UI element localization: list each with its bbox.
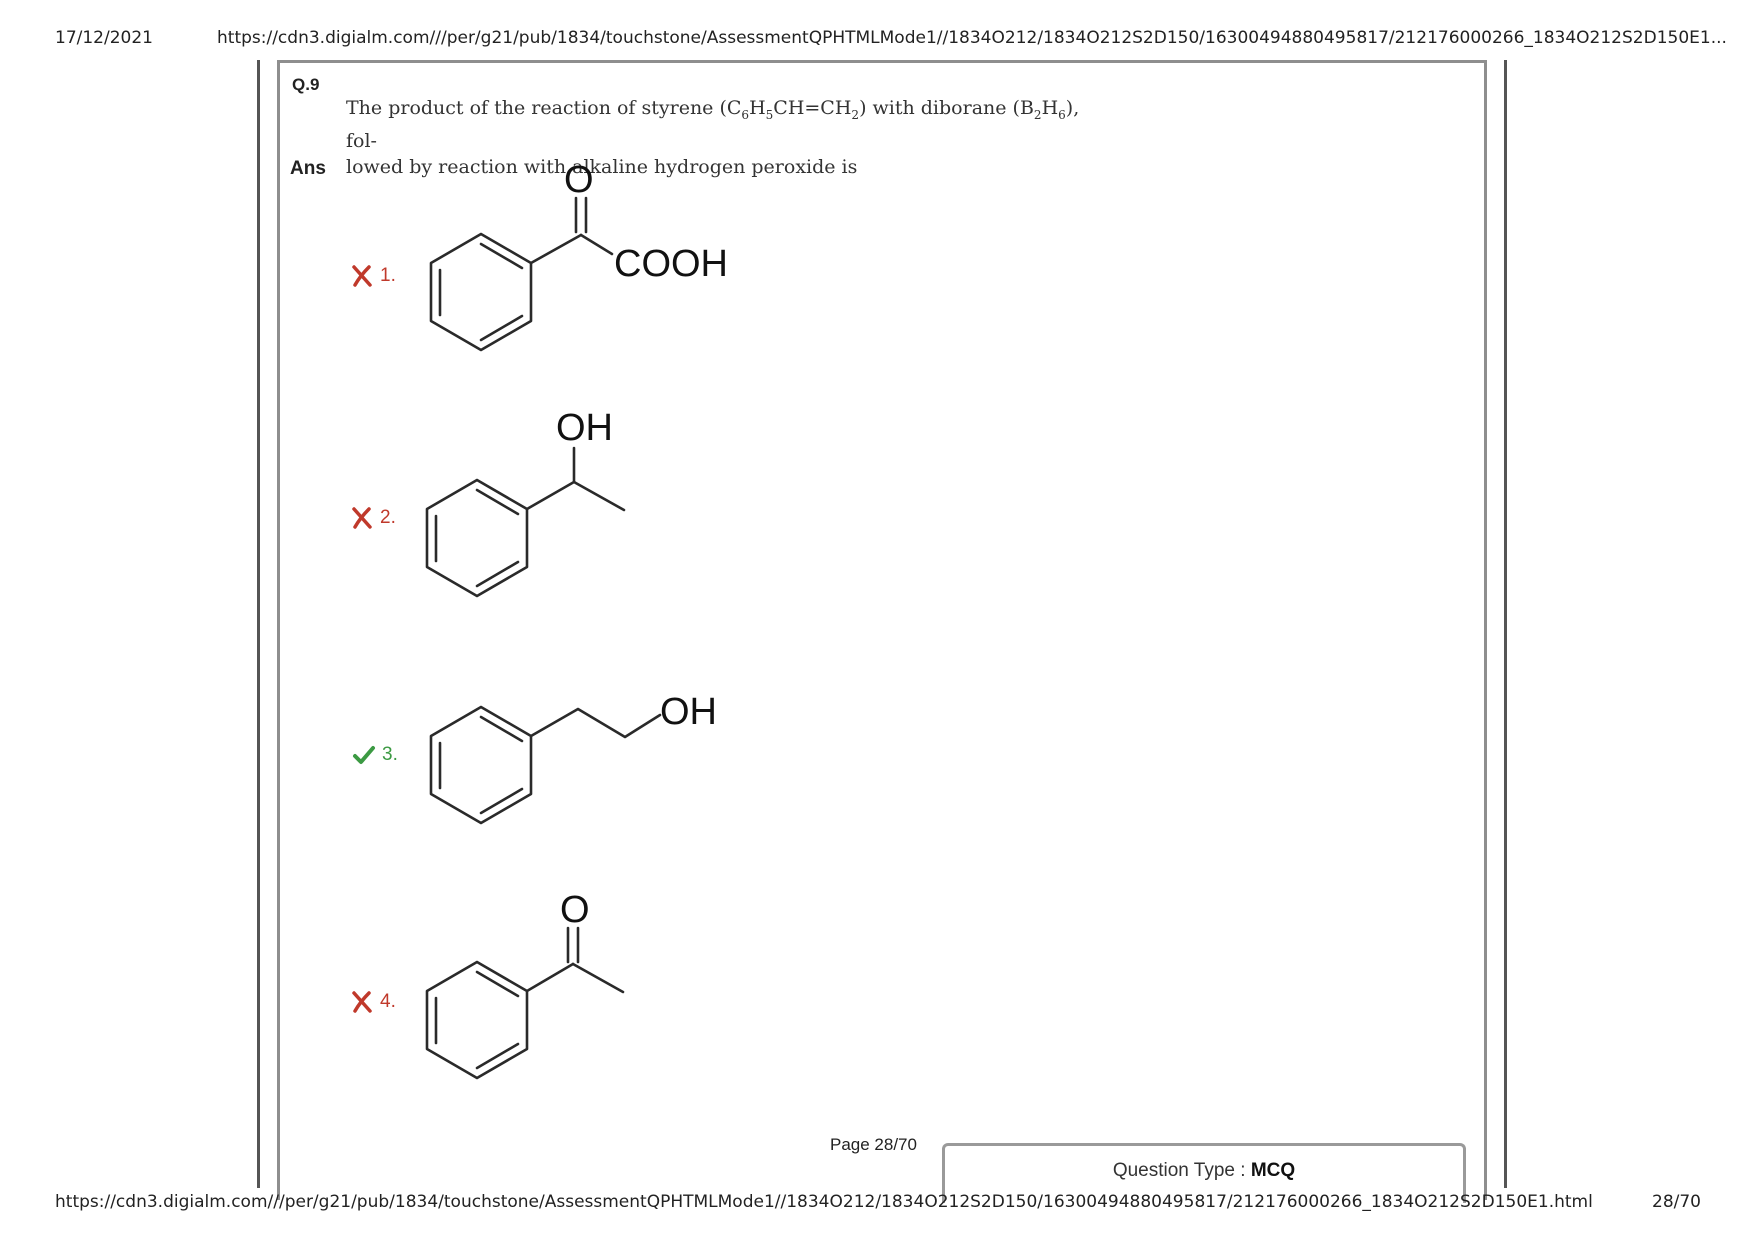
option-2-structure: OH xyxy=(425,407,626,598)
right-frame-border xyxy=(1504,60,1507,1188)
option-number: 2. xyxy=(380,507,396,528)
question-type-box: Question Type : MCQ xyxy=(942,1143,1466,1203)
question-text: The product of the reaction of styrene (… xyxy=(346,97,1080,178)
option-number: 1. xyxy=(380,265,396,286)
cooh-label: COOH xyxy=(614,243,728,285)
oxygen-label: O xyxy=(564,159,594,201)
benzene-ring xyxy=(425,960,529,1080)
cross-icon xyxy=(352,991,372,1013)
ring-bond xyxy=(529,233,583,265)
benzene-ring xyxy=(429,705,533,825)
benzene-ring xyxy=(429,232,533,352)
footer-page: 28/70 xyxy=(1652,1192,1701,1212)
option-3: 3. xyxy=(352,743,398,767)
cross-icon xyxy=(352,265,372,287)
print-date: 17/12/2021 xyxy=(55,28,153,48)
option-2: 2. xyxy=(350,506,396,530)
hydroxyl-label: OH xyxy=(556,407,613,449)
option-4-structure: O xyxy=(425,889,625,1080)
question-number: Q.9 xyxy=(292,75,320,94)
option-number: 4. xyxy=(380,991,396,1012)
cross-icon xyxy=(352,507,372,529)
print-url: https://cdn3.digialm.com///per/g21/pub/1… xyxy=(217,28,1727,48)
option-1-structure: O COOH xyxy=(429,159,728,352)
oxygen-label: O xyxy=(560,889,590,931)
answer-label: Ans xyxy=(290,158,326,179)
question-panel xyxy=(277,60,1487,1200)
footer-url: https://cdn3.digialm.com///per/g21/pub/1… xyxy=(55,1192,1593,1212)
option-number: 3. xyxy=(382,744,398,765)
benzene-ring xyxy=(425,478,529,598)
check-icon xyxy=(353,746,375,764)
page-number: Page 28/70 xyxy=(830,1135,917,1154)
option-1: 1. xyxy=(350,264,396,288)
hydroxyl-label: OH xyxy=(660,691,717,733)
option-4: 4. xyxy=(350,990,396,1014)
left-frame-border xyxy=(257,60,260,1188)
question-type-label: Question Type : xyxy=(1112,1160,1246,1181)
question-type-value: MCQ xyxy=(1250,1160,1296,1181)
option-3-structure: OH xyxy=(429,691,717,825)
